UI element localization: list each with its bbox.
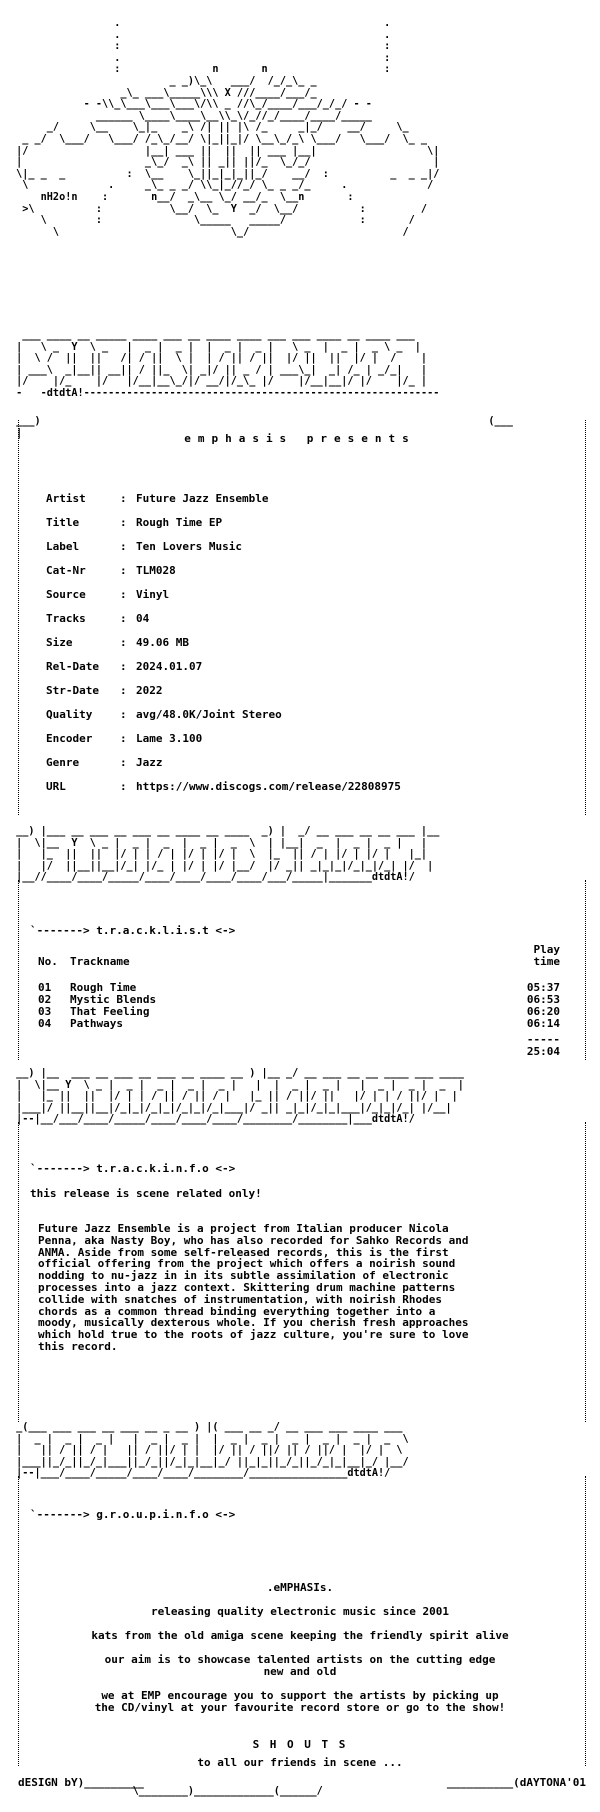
- frame-top-ornament: ___) (___ |: [16, 416, 513, 439]
- field-artist: Artist:Future Jazz Ensemble: [46, 492, 269, 505]
- group-line-1: releasing quality electronic music since…: [150, 1605, 449, 1618]
- daytona-credit: __________(dAYTONA'01: [446, 1776, 586, 1789]
- field-cat-nr: Cat-Nr:TLM028: [46, 564, 176, 577]
- design-credit: dESIGN bY)_________: [18, 1776, 144, 1789]
- presents-heading: emphasis presents: [184, 432, 416, 445]
- shouts-line: to all our friends in scene ...: [197, 1756, 403, 1769]
- field-label: Label:Ten Lovers Music: [46, 540, 242, 553]
- tracklist-total: 25:04: [526, 1045, 560, 1058]
- groupinfo-frame: [18, 1476, 586, 1766]
- logo-ascii-art: ___ ____ __ _____ ____ ___ __ ____ ____ …: [16, 330, 440, 399]
- field-rel-date: Rel-Date:2024.01.07: [46, 660, 203, 673]
- tracklist-frame: [18, 880, 586, 1060]
- group-line-4a: we at EMP encourage you to support the a…: [101, 1689, 499, 1702]
- group-line-2: kats from the old amiga scene keeping th…: [91, 1629, 509, 1642]
- scene-note: this release is scene related only!: [30, 1187, 262, 1200]
- group-line-4b: the CD/vinyl at your favourite record st…: [94, 1701, 506, 1714]
- trackinfo-frame: [18, 1122, 586, 1422]
- tracklist-column-header: No. Trackname time: [38, 955, 560, 968]
- field-tracks: Tracks:04: [46, 612, 150, 625]
- tracklist-divider-art: __) |___ __ ___ __ ___ __ ____ __ ____ _…: [16, 826, 440, 884]
- group-line-3b: new and old: [263, 1665, 337, 1678]
- trackinfo-heading: `-------> t.r.a.c.k.i.n.f.o <->: [30, 1162, 236, 1175]
- tracklist-total-rule: -----: [526, 1033, 560, 1046]
- group-line-3a: our aim is to showcase talented artists …: [104, 1653, 496, 1666]
- shouts-heading: S H O U T S: [252, 1738, 348, 1751]
- release-url-link: https://www.discogs.com/release/22808975: [136, 780, 401, 793]
- field-title: Title:Rough Time EP: [46, 516, 223, 529]
- field-quality: Quality:avg/48.0K/Joint Stereo: [46, 708, 282, 721]
- field-size: Size:49.06 MB: [46, 636, 189, 649]
- field-genre: Genre:Jazz: [46, 756, 163, 769]
- trackinfo-divider-art: __) |__ ___ __ ___ __ ___ __ ____ __ ) |…: [16, 1068, 464, 1126]
- release-info-frame: [18, 420, 586, 815]
- header-ascii-art: . . . . : : .: [16, 18, 440, 238]
- groupinfo-divider-art: _(___ ___ ___ __ ___ __ _ __ ) |( ___ __…: [16, 1422, 409, 1480]
- tracklist-time-header: Play: [533, 943, 561, 956]
- field-url[interactable]: URL:https://www.discogs.com/release/2280…: [46, 780, 401, 793]
- field-source: Source:Vinyl: [46, 588, 170, 601]
- field-str-date: Str-Date:2022: [46, 684, 163, 697]
- trackinfo-paragraph: Future Jazz Ensemble is a project from I…: [38, 1222, 469, 1353]
- group-name: .eMPHASIs.: [266, 1581, 334, 1594]
- footer-ornament: \________)_____________(______/: [132, 1786, 323, 1797]
- field-encoder: Encoder:Lame 3.100: [46, 732, 203, 745]
- tracklist-heading: `-------> t.r.a.c.k.l.i.s.t <->: [30, 924, 236, 937]
- groupinfo-heading: `-------> g.r.o.u.p.i.n.f.o <->: [30, 1508, 236, 1521]
